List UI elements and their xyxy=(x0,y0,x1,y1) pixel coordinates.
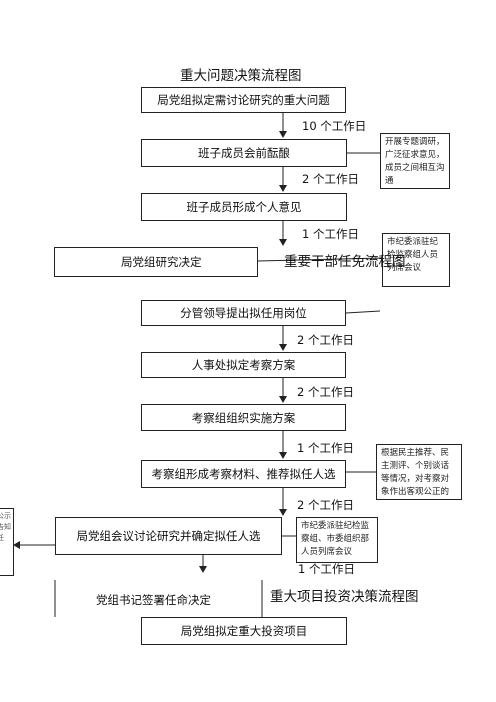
box-propose-issues: 局党组拟定需讨论研究的重大问题 xyxy=(141,87,346,113)
box-recommend: 考察组形成考察材料、推荐拟任人选 xyxy=(141,460,346,488)
box-meeting-decide: 局党组会议讨论研究并确定拟任人选 xyxy=(55,517,282,555)
time-label-issues-3: 1 个工作日 xyxy=(302,227,359,241)
note-publicize: 公示告知任 xyxy=(0,508,14,576)
title-cadre: 重要干部任免流程图 xyxy=(284,254,406,270)
time-label-cadre-2: 2 个工作日 xyxy=(297,385,354,399)
box-pre-meeting: 班子成员会前酝酿 xyxy=(141,139,347,167)
title-major-issues: 重大问题决策流程图 xyxy=(180,68,302,84)
time-label-issues-2: 2 个工作日 xyxy=(302,172,359,186)
note-attend-2: 市纪委派驻纪检监察组、市委组织部人员列席会议 xyxy=(296,517,378,563)
time-label-cadre-4: 2 个工作日 xyxy=(297,498,354,512)
link-c1-right xyxy=(345,310,381,314)
note-attend-1: 市纪委派驻纪检监察组人员列席会议 xyxy=(382,233,450,287)
time-label-cadre-1: 2 个工作日 xyxy=(297,333,354,347)
title-investment: 重大项目投资决策流程图 xyxy=(270,589,419,605)
box-propose-post: 分管领导提出拟任用岗位 xyxy=(141,300,346,326)
time-label-issues-1: 10 个工作日 xyxy=(302,119,367,133)
link-note2 xyxy=(257,257,383,262)
box-plan: 人事处拟定考察方案 xyxy=(141,352,346,378)
note-evaluation: 根据民主推荐、民主测评、个别谈话等情况，对考察对象作出客观公正的评价 xyxy=(376,444,462,500)
box-propose-investment: 局党组拟定重大投资项目 xyxy=(141,617,347,645)
sign-decision: 党组书记签署任命决定 xyxy=(96,593,211,607)
box-personal-opinion: 班子成员形成个人意见 xyxy=(141,193,347,221)
note-research: 开展专题调研，广泛征求意见，成员之间相互沟通 xyxy=(380,133,450,189)
box-implement: 考察组组织实施方案 xyxy=(141,404,346,431)
time-label-cadre-3: 1 个工作日 xyxy=(297,441,354,455)
time-label-cadre-5: 1 个工作日 xyxy=(298,562,355,576)
box-decision: 局党组研究决定 xyxy=(54,247,258,277)
